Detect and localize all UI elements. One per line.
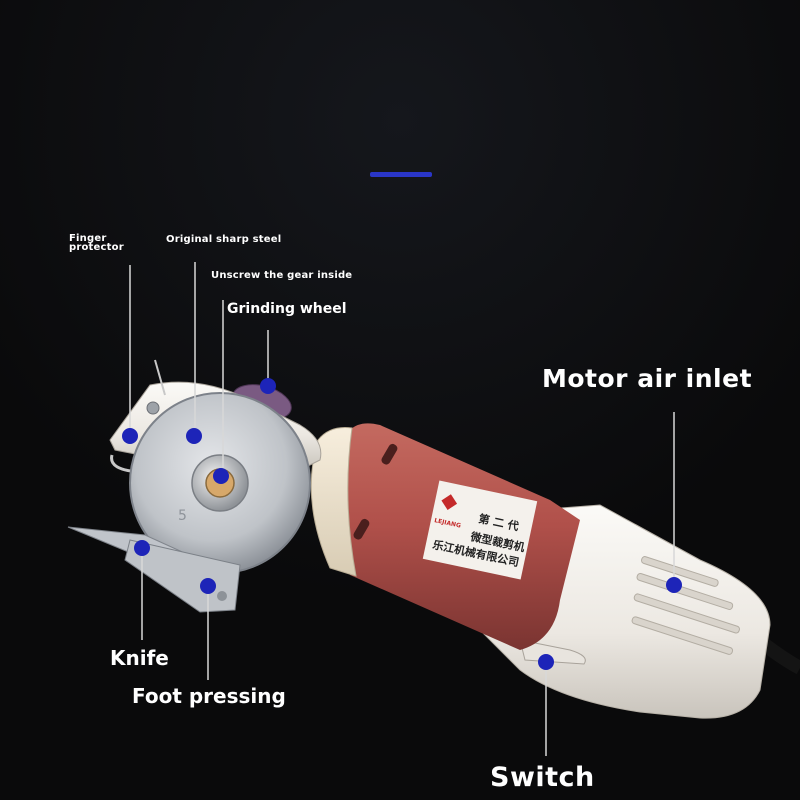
callout-markers [122, 378, 682, 670]
marker-grinding-wheel [260, 378, 276, 394]
foot-screw [217, 591, 227, 601]
air-vents [631, 556, 740, 655]
label-finger-protector-line2: protector [69, 242, 124, 253]
badge-logo-icon [441, 494, 458, 510]
guard-screw [146, 401, 160, 415]
switch-slider [519, 639, 586, 665]
label-unscrew-gear: Unscrew the gear inside [211, 270, 353, 281]
marker-switch [538, 654, 554, 670]
marker-finger-protector [122, 428, 138, 444]
marker-original-sharp-steel [186, 428, 202, 444]
label-original-sharp-steel: Original sharp steel [166, 234, 282, 245]
marker-foot-pressing [200, 578, 216, 594]
marker-knife [134, 540, 150, 556]
label-finger-protector-line1: Finger [69, 233, 107, 244]
blade-engraving: 5 [178, 508, 187, 524]
label-knife: Knife [110, 646, 169, 670]
motor-slot [353, 518, 370, 540]
label-motor-air-inlet: Motor air inlet [542, 364, 753, 393]
marker-unscrew-gear [213, 468, 229, 484]
label-switch: Switch [490, 762, 595, 793]
motor-slot [381, 443, 398, 465]
label-foot-pressing: Foot pressing [132, 684, 286, 708]
label-finger-protector: Finger protector [69, 233, 124, 253]
label-grinding-wheel: Grinding wheel [227, 301, 347, 317]
foot-plate [124, 539, 241, 613]
leader-lines [129, 262, 675, 756]
blue-accent-bar [370, 172, 432, 177]
guard-rod [154, 359, 166, 396]
marker-motor-air-inlet [666, 577, 682, 593]
power-cord [760, 639, 800, 675]
motor-collar [310, 427, 357, 577]
